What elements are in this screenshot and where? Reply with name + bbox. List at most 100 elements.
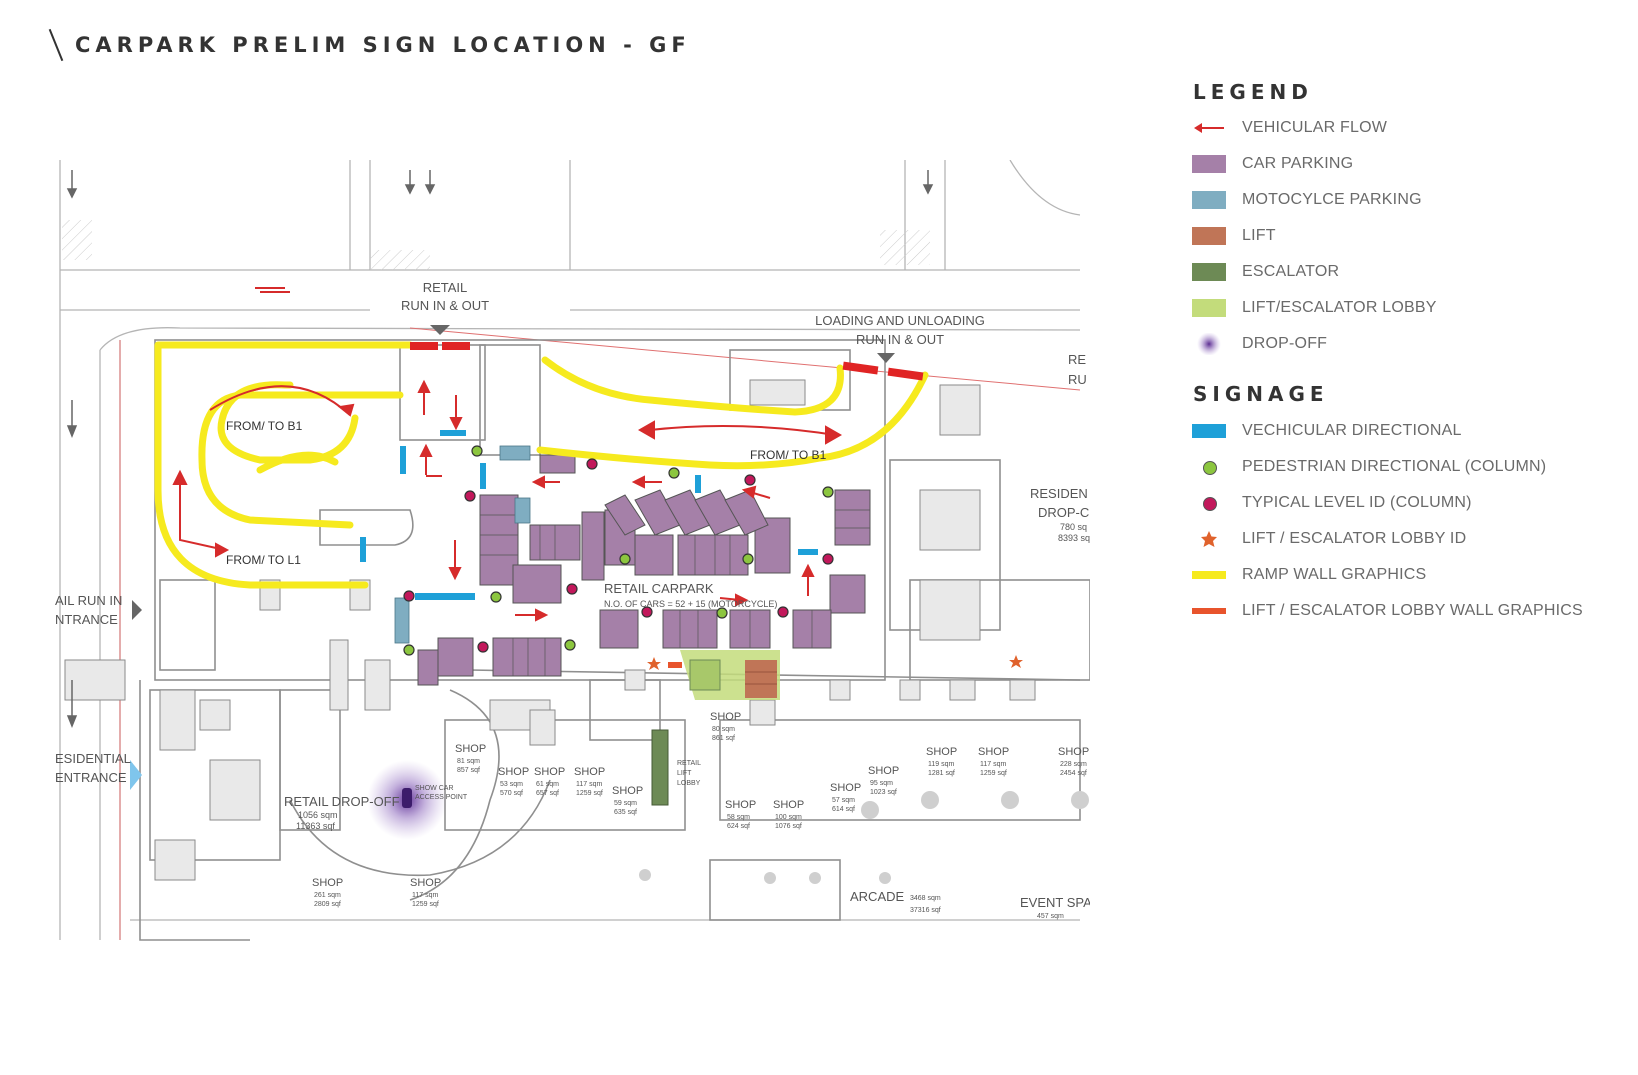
angled-parking-bays: [604, 489, 769, 536]
retail-dropoff-label: RETAIL DROP-OFF: [284, 794, 400, 809]
shop-area-sqf-label: 2809 sqf: [314, 901, 341, 908]
shop-name-label: SHOP: [926, 746, 957, 758]
signage-item-level-id: TYPICAL LEVEL ID (COLUMN): [1190, 492, 1472, 514]
retail-run-label: RETAIL: [423, 280, 468, 295]
orange-star-icon: [1190, 528, 1228, 550]
escalator-landing: [689, 659, 721, 691]
re-label: RE: [1068, 352, 1086, 367]
orange-bar-icon: [1192, 608, 1226, 614]
legend-item-escalator: ESCALATOR: [1190, 261, 1339, 283]
shop-area-label: 117 sqm: [980, 761, 1006, 768]
road-hatch: [880, 230, 930, 265]
shop-name-label: SHOP: [410, 877, 441, 889]
page-title: CARPARK PRELIM SIGN LOCATION - GF: [75, 33, 691, 57]
cars-count-label: N.O. OF CARS = 52 + 15 (MOTORCYCLE): [604, 599, 777, 609]
shop-area-sqf-label: 1259 sqf: [980, 770, 1007, 777]
plan-circles: [639, 791, 1089, 884]
drop-label: DROP-C: [1038, 505, 1089, 520]
shop-area-label: 117 sqm: [576, 781, 602, 788]
shop-area-label: 61 sqm: [536, 781, 559, 788]
shop-area-sqf-label: 2454 sqf: [1060, 770, 1087, 777]
shop-area-label: 95 sqm: [870, 780, 893, 787]
legend-item-lobby: LIFT/ESCALATOR LOBBY: [1190, 297, 1437, 319]
show-car-label-2: ACCESS POINT: [415, 794, 468, 801]
shop-area-label: 58 sqm: [727, 814, 750, 821]
shop-area-sqf-label: 1259 sqf: [576, 790, 603, 797]
bay-lines: [480, 509, 870, 676]
green-swatch-icon: [1192, 263, 1226, 281]
dropoff-area-label: 1056 sqm: [298, 810, 338, 820]
shop-area-label: 53 sqm: [500, 781, 523, 788]
legend-item-car-parking: CAR PARKING: [1190, 153, 1353, 175]
signage-item-vehicular: VECHICULAR DIRECTIONAL: [1190, 420, 1462, 442]
legend-label: MOTOCYLCE PARKING: [1242, 191, 1422, 208]
shop-area-sqf-label: 614 sqf: [832, 806, 855, 813]
legend-heading: LEGEND: [1193, 80, 1313, 104]
title-slash-icon: [48, 28, 64, 62]
legend-item-drop-off: DROP-OFF: [1190, 332, 1328, 356]
retail-run-entrance-label: AIL RUN IN: [55, 593, 122, 608]
purple-swatch-icon: [1192, 155, 1226, 173]
residential-entrance-label: ESIDENTIAL: [55, 751, 131, 766]
signage-label: LIFT / ESCALATOR LOBBY WALL GRAPHICS: [1242, 602, 1583, 619]
dropoff-area-label-2: 11363 sqf: [296, 821, 335, 831]
legend-label: DROP-OFF: [1242, 335, 1328, 352]
signage-label: RAMP WALL GRAPHICS: [1242, 566, 1427, 583]
residential-label: RESIDEN: [1030, 486, 1088, 501]
event-label: EVENT SPA: [1020, 895, 1090, 910]
ramp-wall-graphics: [154, 341, 929, 589]
shop-name-label: SHOP: [612, 785, 643, 797]
shop-name-label: SHOP: [534, 766, 565, 778]
loading-label: LOADING AND UNLOADING: [815, 313, 985, 328]
signage-item-pedestrian: PEDESTRIAN DIRECTIONAL (COLUMN): [1190, 456, 1546, 478]
arcade-label: ARCADE: [850, 889, 905, 904]
shop-name-label: SHOP: [574, 766, 605, 778]
retail-lift-label-3: LOBBY: [677, 780, 701, 787]
shop-area-label: 57 sqm: [832, 797, 855, 804]
from-to-l1-label: FROM/ TO L1: [226, 553, 301, 567]
entrance-markers: [410, 342, 924, 381]
shop-area-sqf-label: 1076 sqf: [775, 823, 802, 830]
floor-plan: RETAIL RUN IN & OUT LOADING AND UNLOADIN…: [55, 160, 1090, 941]
entrance-pointer-icon: [877, 353, 895, 363]
shop-area-sqf-label: 1259 sqf: [412, 901, 439, 908]
legend-label: ESCALATOR: [1242, 263, 1340, 280]
retail-carpark-label: RETAIL CARPARK: [604, 581, 714, 596]
motorcycle-parking: [394, 445, 531, 644]
road-hatch: [370, 250, 430, 270]
blue-bar-icon: [1192, 424, 1226, 438]
residential-entrance-label-2: ENTRANCE: [55, 770, 127, 785]
shop-area-label: 228 sqm: [1060, 761, 1087, 768]
shop-area-label: 261 sqm: [314, 892, 341, 899]
legend-item-lift: LIFT: [1190, 225, 1276, 247]
residential-area-label-2: 8393 sq: [1058, 533, 1090, 543]
road-hatch: [62, 220, 92, 260]
shop-area-label: 100 sqm: [775, 814, 802, 821]
arcade-area-label: 3468 sqm: [910, 895, 941, 902]
lift-lobby-id-signs: [647, 655, 1023, 670]
shop-area-label: 117 sqm: [412, 892, 438, 899]
signage-item-lobby-id: LIFT / ESCALATOR LOBBY ID: [1190, 528, 1466, 550]
loading-label-2: RUN IN & OUT: [856, 332, 944, 347]
blue-grey-swatch-icon: [1192, 191, 1226, 209]
shop-area-label: 59 sqm: [614, 800, 637, 807]
shop-area-sqf-label: 1023 sqf: [870, 789, 897, 796]
road-arrows: [66, 170, 934, 729]
signage-heading: SIGNAGE: [1193, 382, 1329, 406]
escalator: [652, 730, 668, 805]
entrance-pointer-icon: [132, 600, 142, 620]
magenta-dot-icon: [1203, 497, 1217, 511]
signage-item-lobby-wall: LIFT / ESCALATOR LOBBY WALL GRAPHICS: [1190, 600, 1583, 622]
shop-name-label: SHOP: [773, 799, 804, 811]
legend-item-motorcycle-parking: MOTOCYLCE PARKING: [1190, 189, 1422, 211]
retail-run-label-2: RUN IN & OUT: [401, 298, 489, 313]
shop-name-label: SHOP: [830, 782, 861, 794]
shop-name-label: SHOP: [978, 746, 1009, 758]
level-id-signs: [403, 458, 834, 653]
room-details: [64, 379, 1036, 881]
ru-label: RU: [1068, 372, 1087, 387]
car-parking-bays: [417, 454, 871, 686]
purple-glow-icon: [1190, 332, 1228, 356]
green-dot-icon: [1203, 461, 1217, 475]
shop-name-label: SHOP: [498, 766, 529, 778]
